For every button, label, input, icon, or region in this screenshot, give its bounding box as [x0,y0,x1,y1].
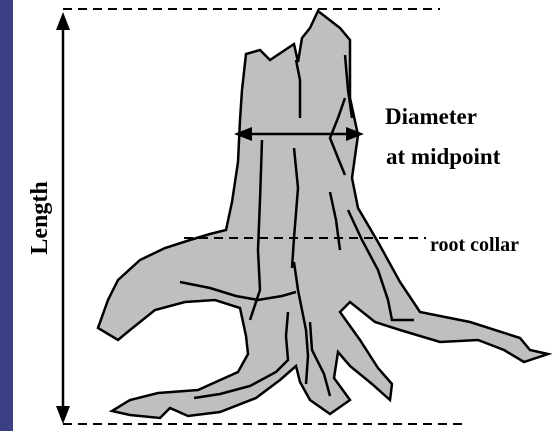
diameter-label-line2: at midpoint [386,144,501,169]
stump-shape [98,11,548,418]
diameter-label-line1: Diameter [385,104,477,129]
root-collar-label: root collar [430,234,519,256]
length-arrow [56,12,70,424]
length-label: Length [27,181,53,254]
